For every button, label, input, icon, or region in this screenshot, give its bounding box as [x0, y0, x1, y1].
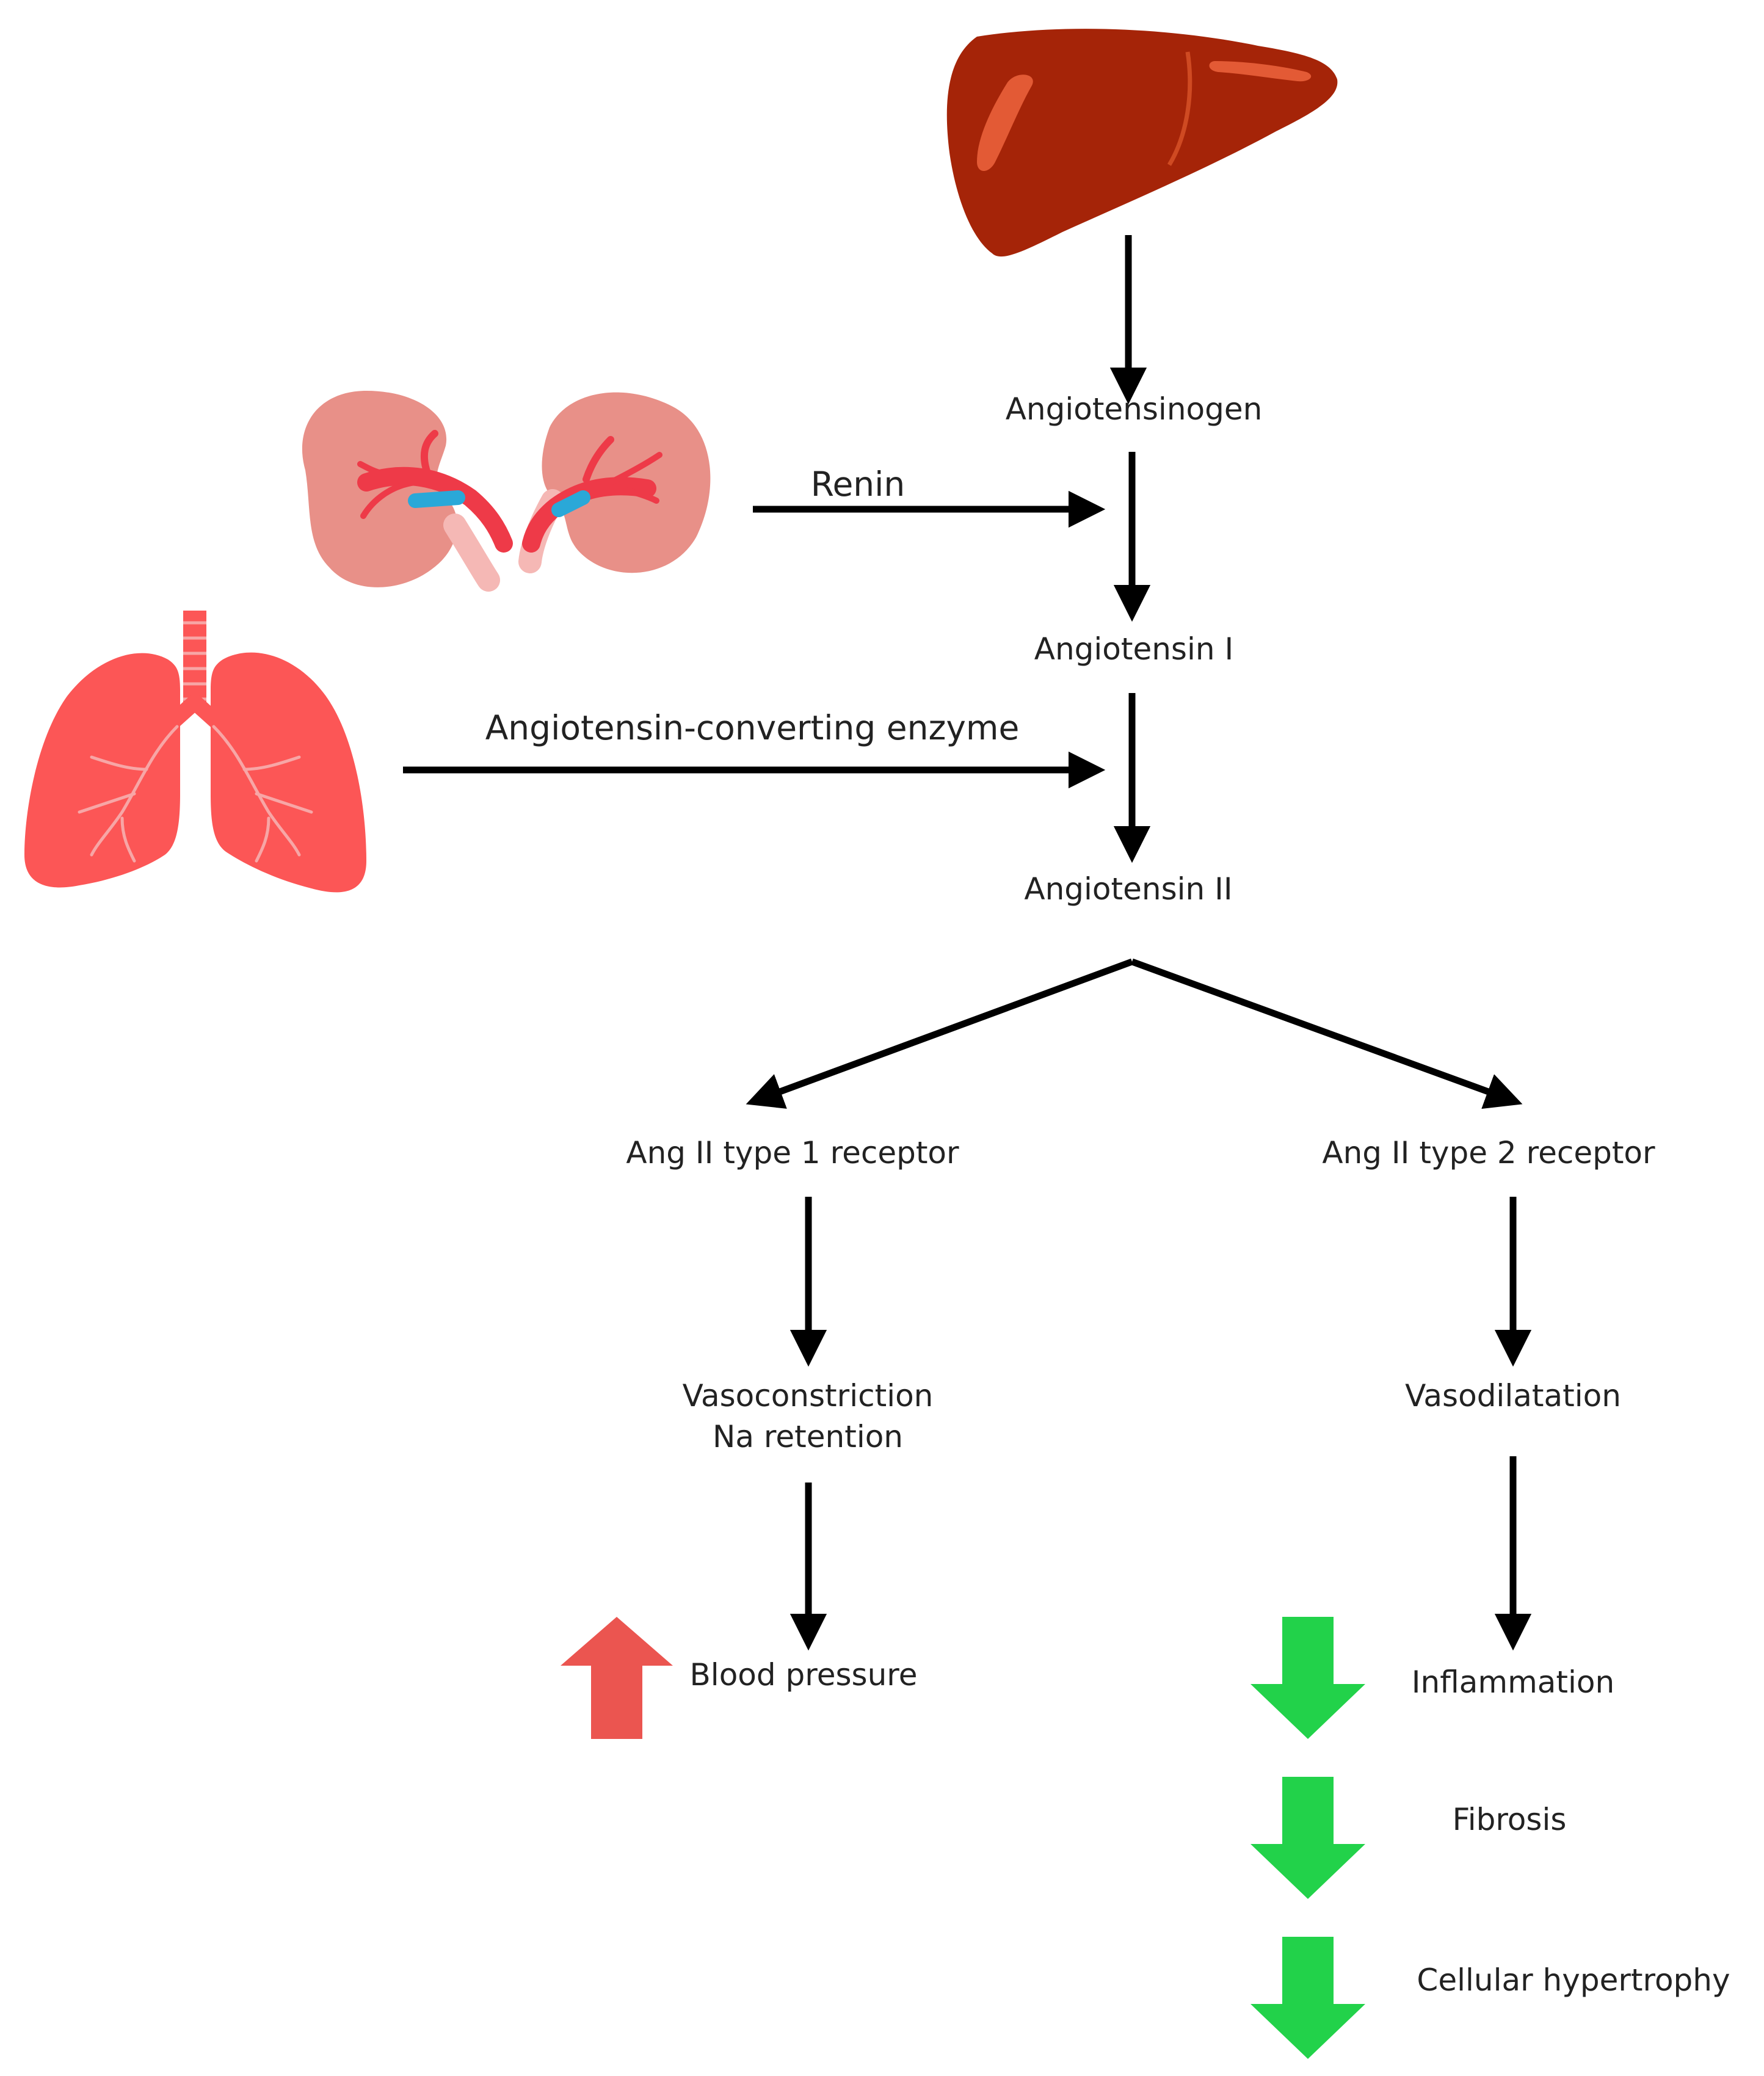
at1-receptor-label: Ang II type 1 receptor: [626, 1135, 959, 1170]
decrease-arrow-icon: [1250, 1937, 1365, 2059]
arrow-ang-ii-to-at1: [746, 958, 1133, 1109]
kidneys-icon: [302, 391, 711, 592]
at2-receptor-label: Ang II type 2 receptor: [1322, 1135, 1655, 1170]
ace-label: Angiotensin-converting enzyme: [485, 708, 1020, 747]
vasodilatation-label: Vasodilatation: [1405, 1378, 1621, 1414]
lungs-icon: [24, 611, 366, 893]
increase-arrow-icon: [561, 1617, 673, 1739]
inflammation-label: Inflammation: [1412, 1664, 1614, 1700]
cellular-hypertrophy-label: Cellular hypertrophy: [1417, 1962, 1730, 1998]
angiotensin-i-label: Angiotensin I: [1034, 631, 1233, 667]
angiotensinogen-label: Angiotensinogen: [1006, 391, 1263, 427]
vasoconstriction-label: Vasoconstriction: [683, 1378, 934, 1414]
fibrosis-label: Fibrosis: [1453, 1802, 1567, 1837]
liver-icon: [946, 29, 1338, 257]
na-retention-label: Na retention: [713, 1419, 903, 1454]
blood-pressure-label: Blood pressure: [690, 1657, 918, 1693]
decrease-arrow-icon: [1250, 1617, 1365, 1739]
arrow-ang-ii-to-at2: [1131, 958, 1523, 1109]
angiotensin-ii-label: Angiotensin II: [1024, 871, 1232, 907]
renin-label: Renin: [811, 465, 906, 504]
decrease-arrow-icon: [1250, 1777, 1365, 1899]
